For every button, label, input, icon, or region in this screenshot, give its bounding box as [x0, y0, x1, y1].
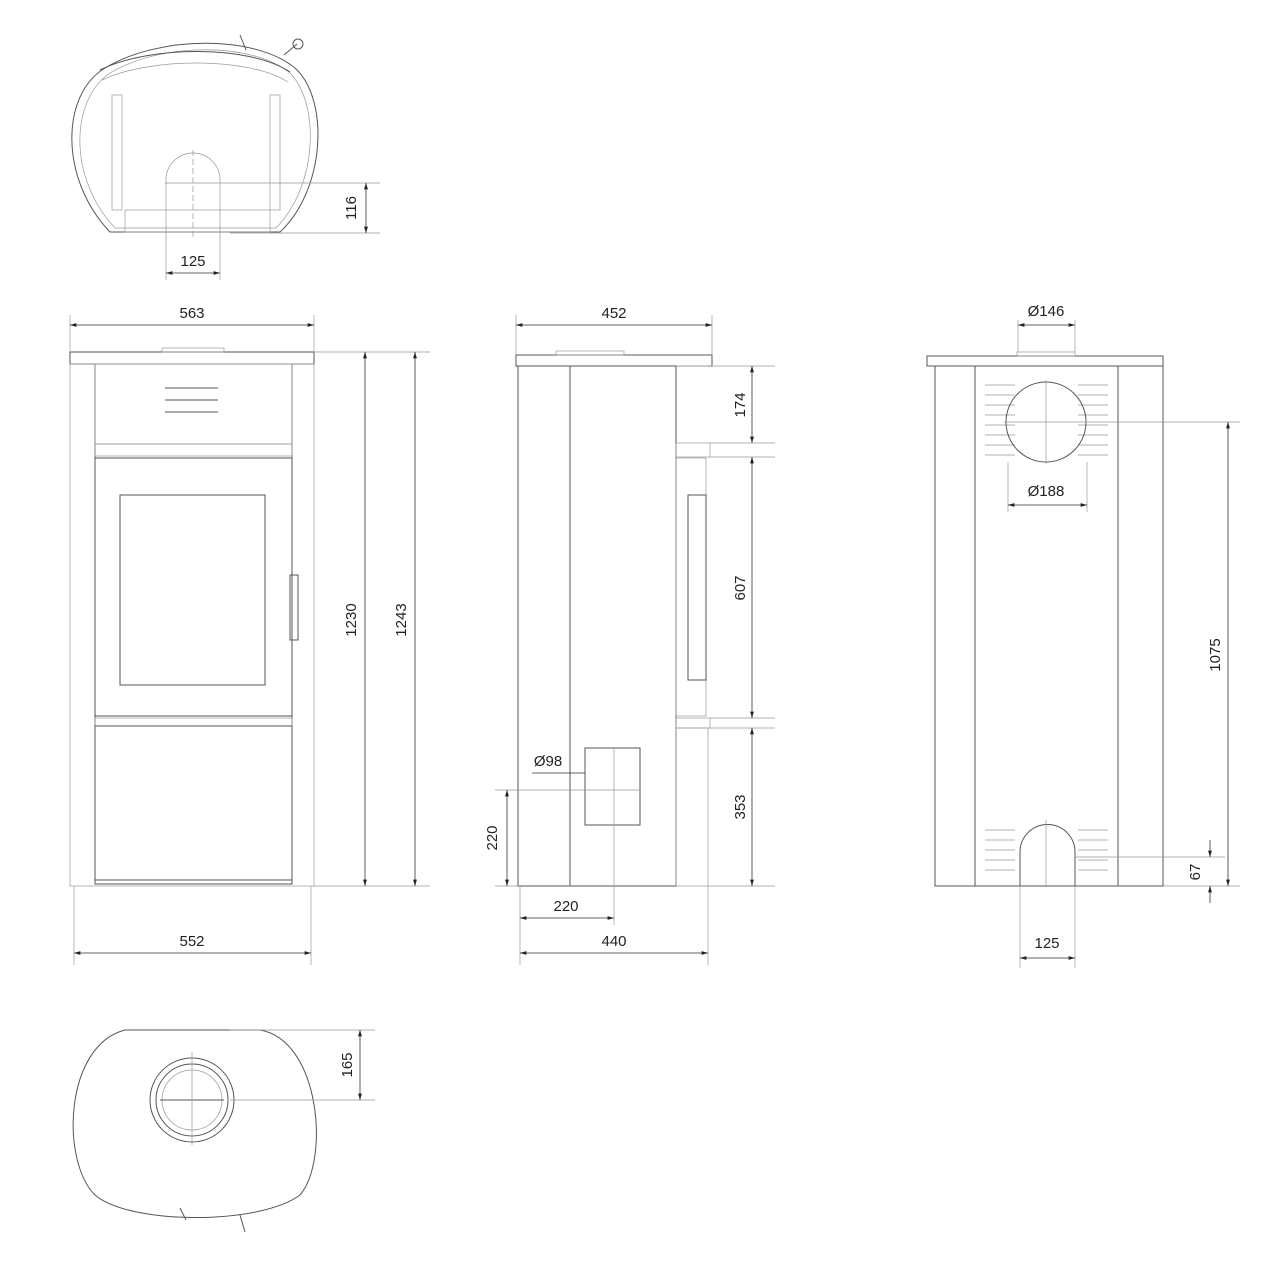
dim-552: 552 [179, 933, 204, 950]
dim-1243: 1243 [393, 603, 410, 636]
front-view: 563 1230 1243 552 [69, 305, 430, 965]
dim-563: 563 [179, 305, 204, 322]
side-view: 452 174 607 353 Ø98 220 220 440 [484, 305, 775, 965]
dim-1075: 1075 [1207, 638, 1224, 671]
dim-220-height: 220 [484, 825, 501, 850]
dim-165: 165 [339, 1052, 356, 1077]
dim-125-top: 125 [180, 253, 205, 270]
dim-353: 353 [732, 794, 749, 819]
dim-440: 440 [601, 933, 626, 950]
dim-174: 174 [732, 392, 749, 417]
dim-220-depth: 220 [553, 898, 578, 915]
back-view: Ø146 Ø188 1075 67 125 [926, 303, 1240, 968]
dim-diameter-98: Ø98 [534, 753, 562, 770]
dim-607: 607 [732, 575, 749, 600]
bottom-view: 165 [72, 1029, 375, 1233]
dim-diameter-146: Ø146 [1028, 303, 1065, 320]
dim-67: 67 [1187, 864, 1204, 881]
dim-116: 116 [343, 196, 360, 220]
dim-diameter-188: Ø188 [1028, 483, 1065, 500]
dim-452: 452 [601, 305, 626, 322]
dim-125-back: 125 [1034, 935, 1059, 952]
dim-1230: 1230 [343, 603, 360, 636]
top-view: 116 125 [71, 34, 380, 280]
